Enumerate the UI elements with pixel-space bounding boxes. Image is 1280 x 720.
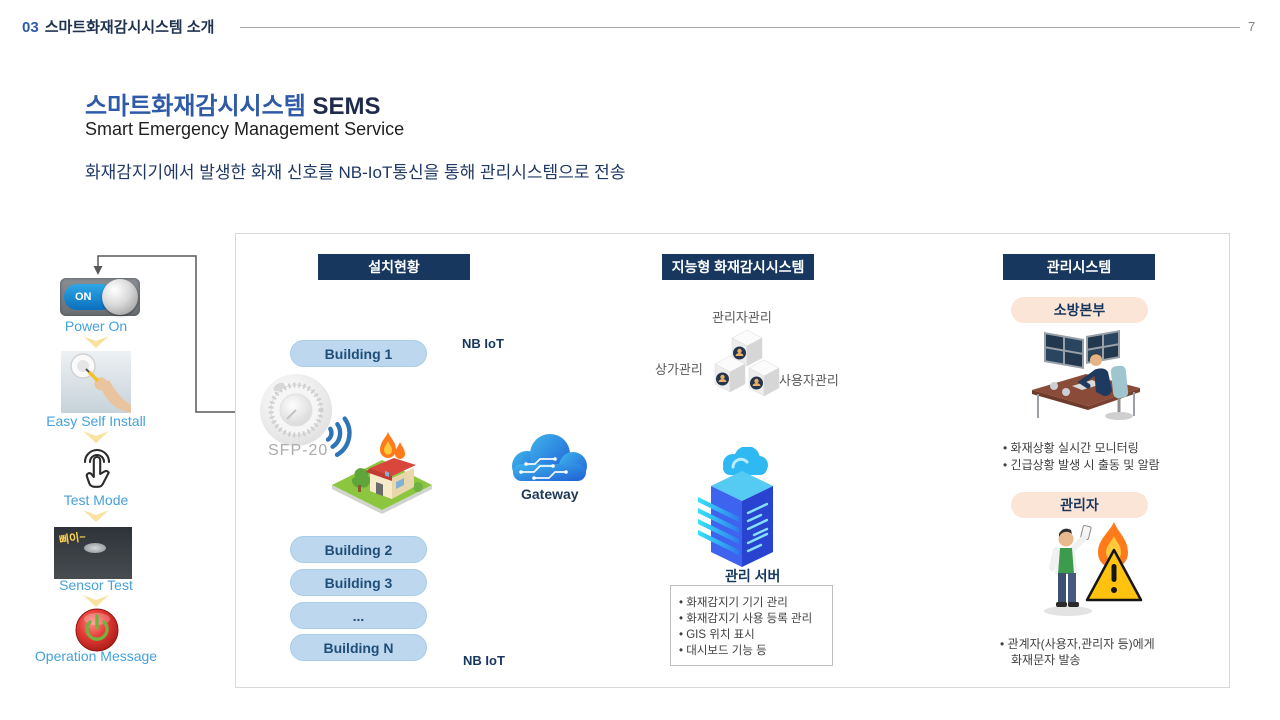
server-feature: 대시보드 기능 등 xyxy=(679,643,826,659)
manager-pill: 관리자 xyxy=(1011,492,1148,518)
user-mgmt-label: 사용자관리 xyxy=(779,373,839,388)
manager-bullet-cont: 화재문자 발송 xyxy=(1011,653,1081,667)
section-header-install: 설치현황 xyxy=(318,254,470,280)
down-chevron-icon xyxy=(83,336,109,348)
server-feature-box: 화재감지기 기기 관리 화재감지기 사용 등록 관리 GIS 위치 표시 대시보… xyxy=(670,585,833,666)
tap-test-icon xyxy=(83,448,111,488)
user-management-blocks-icon xyxy=(714,329,780,397)
building-pill-2: Building 2 xyxy=(290,536,427,563)
smoke-detector-icon xyxy=(260,374,332,446)
nb-iot-label-top: NB IoT xyxy=(462,336,504,351)
step-label-operation-message: Operation Message xyxy=(34,648,158,664)
page-title-en: SEMS xyxy=(305,93,381,120)
fire-hq-bullet: 화재상황 실시간 모니터링 xyxy=(1003,440,1139,457)
page-title: 스마트화재감시시스템 SEMS xyxy=(85,86,381,121)
install-photo xyxy=(61,351,131,413)
management-server-icon xyxy=(698,447,773,567)
down-chevron-icon xyxy=(83,431,109,443)
server-feature: 화재감지기 사용 등록 관리 xyxy=(679,611,826,627)
gateway-label: Gateway xyxy=(521,486,579,502)
section-header-intelligent: 지능형 화재감시시스템 xyxy=(662,254,814,280)
page-subtitle: Smart Emergency Management Service xyxy=(85,119,405,139)
wifi-waves-icon xyxy=(325,416,352,457)
store-mgmt-label: 상가관리 xyxy=(655,362,703,377)
burning-house-icon xyxy=(332,432,432,514)
page-title-ko: 스마트화재감시시스템 xyxy=(85,93,306,120)
nb-iot-label-bottom: NB IoT xyxy=(463,653,505,668)
operation-power-button-icon xyxy=(75,608,119,652)
server-label: 관리 서버 xyxy=(725,568,781,584)
section-number: 03 xyxy=(22,19,39,36)
step-label-easy-self-install: Easy Self Install xyxy=(46,413,146,429)
server-feature: 화재감지기 기기 관리 xyxy=(679,595,826,611)
sensor-model-label: SFP-20 xyxy=(268,442,329,459)
down-chevron-icon xyxy=(83,595,109,607)
manager-alert-icon xyxy=(1044,522,1143,616)
building-pill-n: Building N xyxy=(290,634,427,661)
building-pill-3: Building 3 xyxy=(290,569,427,596)
toggle-knob xyxy=(102,279,138,315)
page-description: 화재감지기에서 발생한 화재 신호를 NB-IoT통신을 통해 관리시스템으로 … xyxy=(85,163,626,182)
fire-hq-bullet: 긴급상황 발생 시 출동 및 알람 xyxy=(1003,457,1160,474)
building-pill-ellipsis: ... xyxy=(290,602,427,629)
slide-section-heading: 03 스마트화재감시시스템 소개 xyxy=(22,16,214,37)
sensor-beep-text: 삐이~ xyxy=(58,531,87,547)
sensor-test-photo: 삐이~ xyxy=(54,527,132,579)
manager-bullet: 관계자(사용자,관리자 등)에게 xyxy=(1000,636,1155,653)
power-toggle-image: ON xyxy=(60,278,140,316)
control-room-operator-icon xyxy=(1032,330,1140,420)
section-header-management: 관리시스템 xyxy=(1003,254,1155,280)
gateway-cloud-icon xyxy=(512,434,587,481)
step-label-sensor-test: Sensor Test xyxy=(59,577,133,593)
down-chevron-icon xyxy=(83,510,109,522)
building-pill-1: Building 1 xyxy=(290,340,427,367)
section-title: 스마트화재감시시스템 소개 xyxy=(44,19,215,36)
sensor-photo-detector xyxy=(84,543,106,553)
page-number: 7 xyxy=(1248,19,1256,34)
admin-mgmt-label: 관리자관리 xyxy=(712,310,772,325)
header-rule xyxy=(240,27,1240,28)
step-label-test-mode: Test Mode xyxy=(63,492,129,508)
fire-hq-pill: 소방본부 xyxy=(1011,297,1148,323)
server-feature: GIS 위치 표시 xyxy=(679,627,826,643)
step-label-power-on: Power On xyxy=(64,318,128,334)
